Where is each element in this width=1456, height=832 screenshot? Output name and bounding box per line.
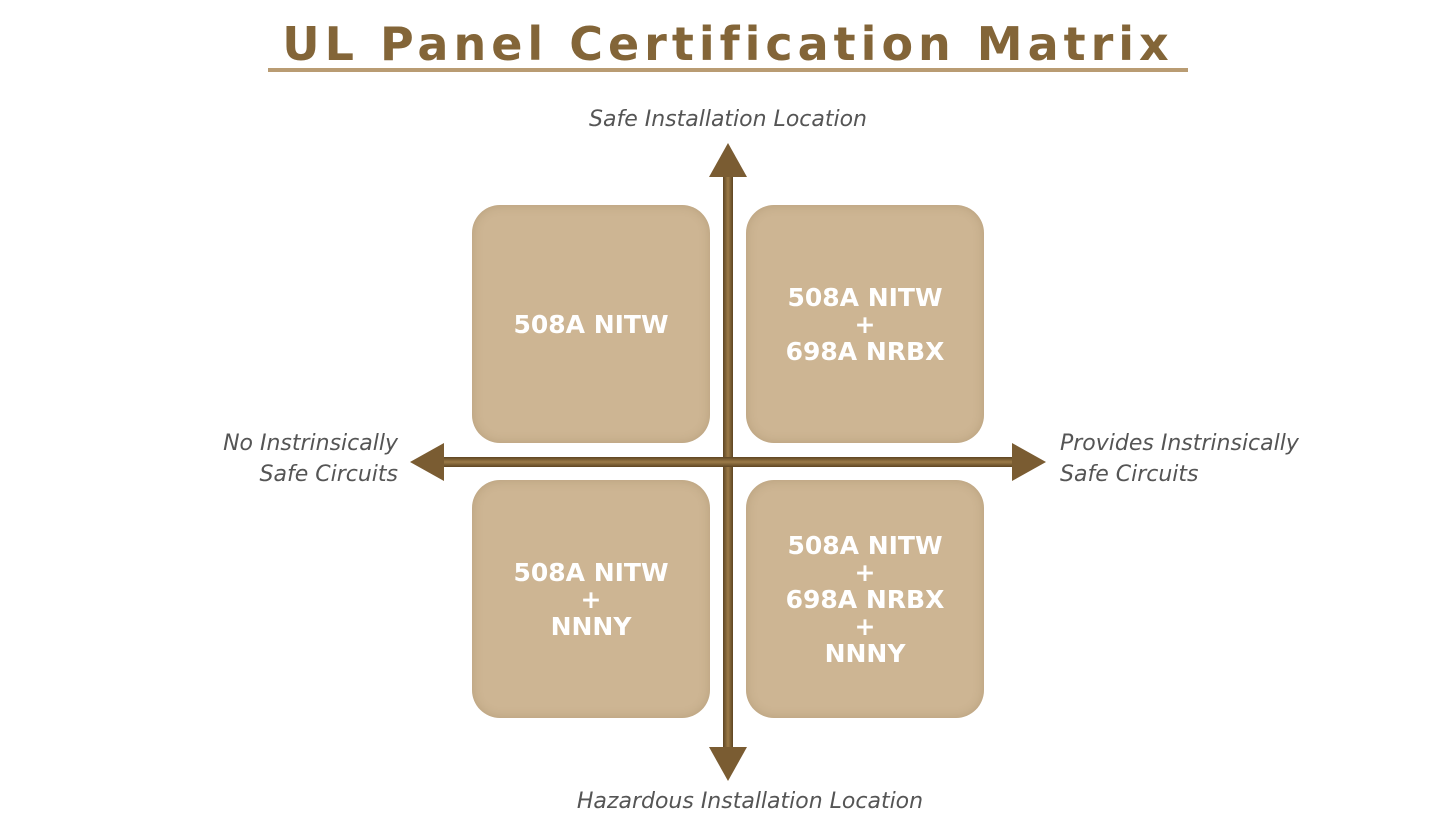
arrow-down-icon bbox=[709, 747, 747, 781]
quadrant-line: 698A NRBX bbox=[785, 336, 945, 366]
axis-label-bottom: Hazardous Installation Location bbox=[576, 789, 924, 814]
page-title: UL Panel Certification Matrix bbox=[282, 17, 1174, 71]
horizontal-axis bbox=[410, 443, 1046, 481]
quadrant-line: 698A NRBX bbox=[785, 584, 945, 614]
quadrant-line: 508A NITW bbox=[787, 530, 943, 560]
axis-label-left-line2: Safe Circuits bbox=[259, 462, 398, 487]
quadrant-plus: + bbox=[854, 557, 876, 587]
arrow-up-icon bbox=[709, 143, 747, 177]
quadrant-plus: + bbox=[854, 309, 876, 339]
axis-label-top: Safe Installation Location bbox=[589, 107, 867, 132]
horizontal-axis-line bbox=[440, 457, 1016, 467]
quadrant-line: NNNY bbox=[824, 638, 906, 668]
axis-label-left-line1: No Instrinsically bbox=[223, 431, 398, 456]
axis-label-left: No Instrinsically Safe Circuits bbox=[160, 428, 398, 490]
arrow-left-icon bbox=[410, 443, 444, 481]
arrow-right-icon bbox=[1012, 443, 1046, 481]
axis-label-right: Provides Instrinsically Safe Circuits bbox=[1060, 428, 1450, 490]
quadrant-line: NNNY bbox=[550, 611, 632, 641]
quadrant-hazardous-no-is: 508A NITW + NNNY bbox=[472, 480, 710, 718]
axis-label-right-line1: Provides Instrinsically bbox=[1060, 431, 1299, 456]
quadrant-plus: + bbox=[580, 584, 602, 614]
quadrant-safe-no-is: 508A NITW bbox=[472, 205, 710, 443]
quadrant-plus: + bbox=[854, 611, 876, 641]
quadrant-line: 508A NITW bbox=[787, 282, 943, 312]
quadrant-safe-provides-is: 508A NITW + 698A NRBX bbox=[746, 205, 984, 443]
quadrant-line: 508A NITW bbox=[513, 309, 669, 339]
axis-label-right-line2: Safe Circuits bbox=[1060, 462, 1199, 487]
quadrant-hazardous-provides-is: 508A NITW + 698A NRBX + NNNY bbox=[746, 480, 984, 718]
quadrant-line: 508A NITW bbox=[513, 557, 669, 587]
title-underline bbox=[268, 68, 1188, 72]
